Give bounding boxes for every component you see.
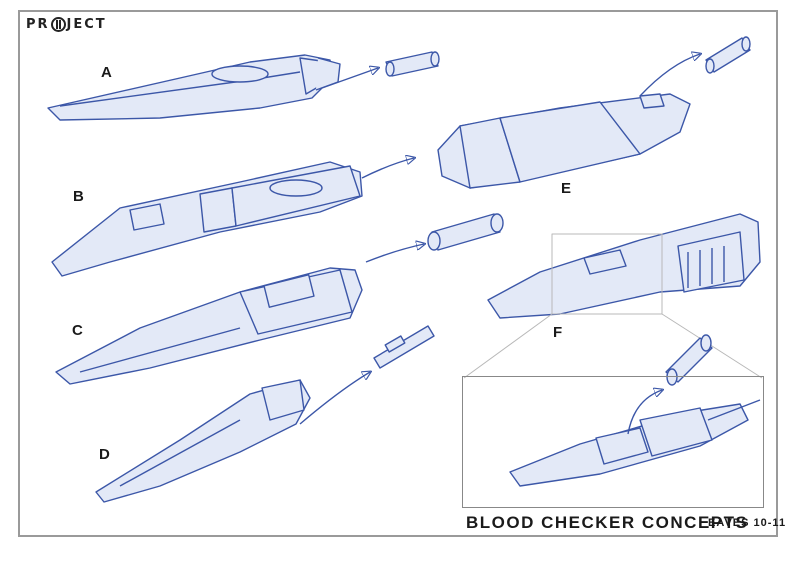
- arrow-d-icon: [299, 372, 370, 425]
- device-a-sketch: [47, 54, 341, 121]
- sheet-title: BLOOD CHECKER CONCEPTS: [466, 513, 749, 532]
- device-c-sketch: [55, 267, 363, 385]
- logo-text-prefix: PR: [26, 17, 50, 32]
- inset-detail-sketch: [509, 399, 761, 487]
- label-a: A: [101, 64, 112, 81]
- capsule-f-icon: [665, 334, 713, 386]
- arrow-a-icon: [321, 68, 378, 89]
- circle-h-logo-icon: [50, 17, 66, 32]
- capsule-a-icon: [385, 51, 440, 77]
- project-logo: PR JECT: [26, 17, 107, 32]
- arrow-b-icon: [361, 158, 414, 179]
- arrow-c-icon: [365, 244, 424, 263]
- label-d: D: [99, 446, 110, 463]
- label-e: E: [561, 180, 572, 197]
- detail-callout-box: [551, 233, 663, 315]
- arrow-f-icon: [627, 390, 662, 435]
- device-b-sketch: [51, 161, 363, 277]
- callout-lines: [463, 313, 763, 379]
- capsule-e-icon: [705, 36, 751, 74]
- capsule-d-icon: [373, 325, 435, 369]
- device-f-sketch: [487, 213, 761, 319]
- label-f: F: [553, 324, 563, 341]
- device-d-sketch: [95, 379, 311, 503]
- label-b: B: [73, 188, 84, 205]
- device-e-sketch: [437, 93, 691, 189]
- label-c: C: [72, 322, 83, 339]
- artist-credit: EAVES 10-11: [708, 517, 787, 529]
- logo-text-suffix: JECT: [66, 17, 107, 32]
- arrow-e-icon: [639, 54, 700, 97]
- capsule-c-icon: [427, 213, 504, 251]
- inset-frame: [462, 376, 764, 508]
